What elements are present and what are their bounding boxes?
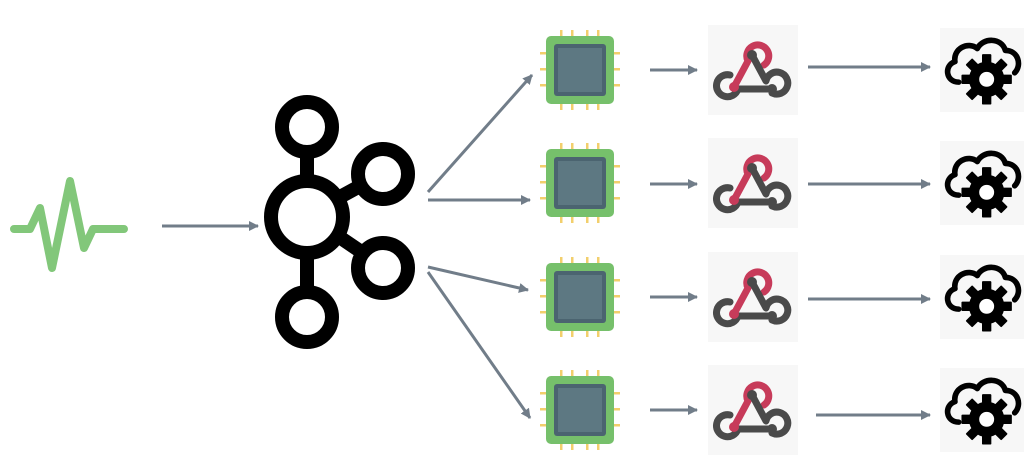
webhook-icon [708, 365, 798, 455]
cloud-gear-icon [940, 28, 1024, 112]
processor-chip-icon [540, 257, 620, 337]
arrow-broker-to-processor-4 [426, 271, 532, 419]
signal-waveform-icon [10, 177, 128, 272]
processor-chip-icon [540, 370, 620, 450]
arrow-broker-to-processor-1 [426, 74, 534, 193]
cloud-gear-icon [940, 368, 1024, 452]
webhook-icon [708, 25, 798, 115]
arrow-broker-to-processor-3 [427, 265, 529, 293]
webhook-icon [708, 252, 798, 342]
cloud-gear-icon [940, 141, 1024, 225]
cloud-gear-icon [940, 255, 1024, 339]
processor-chip-icon [540, 30, 620, 110]
kafka-broker-icon [264, 95, 415, 349]
diagram-edges [162, 62, 931, 420]
webhook-icon [708, 138, 798, 228]
processor-chip-icon [540, 143, 620, 223]
